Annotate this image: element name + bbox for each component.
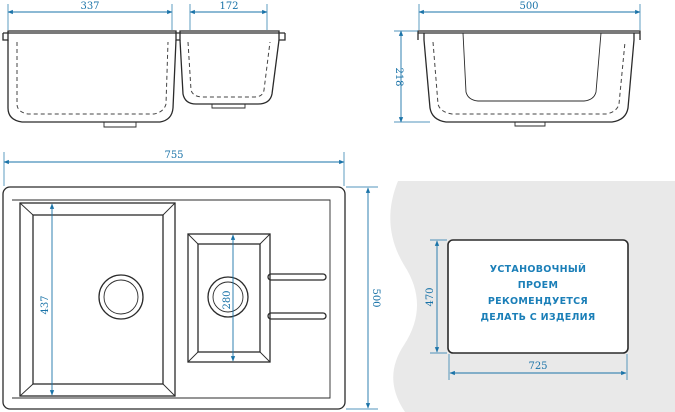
dim-172-label: 172 xyxy=(219,1,238,12)
plan-view xyxy=(2,186,346,410)
dimension-left-bowl-width: 337 xyxy=(7,1,173,30)
note-line-1: УСТАНОВОЧНЫЙ xyxy=(490,263,587,275)
dim-470-label: 470 xyxy=(425,287,436,306)
side-section-view xyxy=(417,30,641,127)
dim-337-label: 337 xyxy=(80,1,99,12)
dimension-right-bowl-length: 280 xyxy=(222,234,236,362)
countertop-cutout-view xyxy=(390,181,675,412)
note-line-4: ДЕЛАТЬ С ИЗДЕЛИЯ xyxy=(480,312,595,323)
dimension-overall-length: 755 xyxy=(3,150,345,186)
dimension-overall-width: 500 xyxy=(346,186,381,410)
note-line-3: РЕКОМЕНДУЕТСЯ xyxy=(488,296,588,307)
dimension-cutout-width: 725 xyxy=(448,354,628,380)
note-line-2: ПРОЕМ xyxy=(518,280,558,291)
dimension-height: 218 xyxy=(393,30,430,123)
front-section-view xyxy=(2,30,286,128)
dim-500-top-label: 500 xyxy=(519,1,538,12)
dimension-depth-width: 500 xyxy=(418,1,641,30)
dimension-cutout-height: 470 xyxy=(425,239,447,354)
dimension-right-bowl-width: 172 xyxy=(189,1,268,30)
dim-437-label: 437 xyxy=(40,295,51,314)
dim-500-right-label: 500 xyxy=(370,288,381,307)
dim-725-label: 725 xyxy=(528,361,547,372)
dim-755-label: 755 xyxy=(164,150,183,161)
cutout-note: УСТАНОВОЧНЫЙ ПРОЕМ РЕКОМЕНДУЕТСЯ ДЕЛАТЬ … xyxy=(480,263,595,323)
dim-218-label: 218 xyxy=(393,67,404,86)
dim-280-label: 280 xyxy=(222,290,233,309)
dimension-left-bowl-length: 437 xyxy=(40,203,55,396)
